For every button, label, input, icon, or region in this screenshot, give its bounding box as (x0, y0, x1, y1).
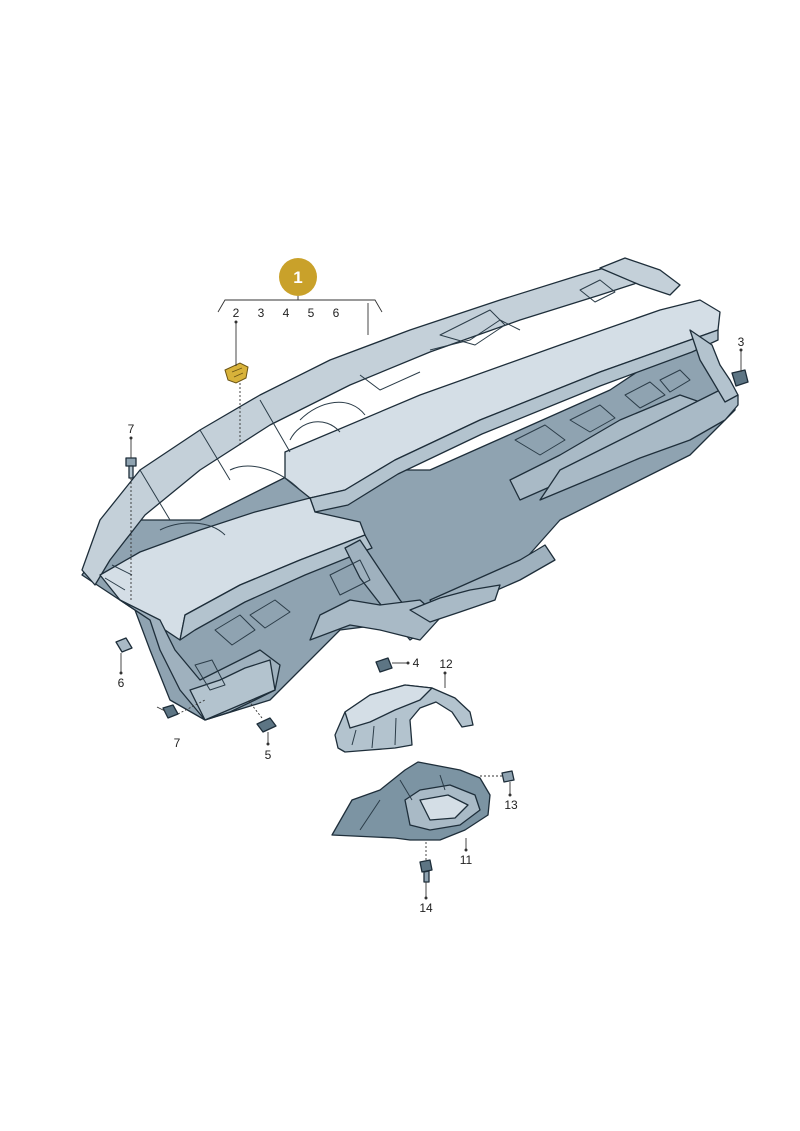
clip-part-6 (115, 637, 133, 653)
callout-2: 2 (233, 306, 240, 320)
screw-part-13 (501, 770, 515, 783)
clip-part-3 (731, 369, 749, 387)
main-assembly-badge: 1 (279, 258, 317, 296)
leader-lines (119, 296, 743, 900)
clip-part-2 (224, 362, 249, 384)
callout-7-bottom: 7 (174, 736, 181, 750)
callout-13: 13 (504, 798, 518, 812)
steering-column-trim-upper (334, 684, 474, 753)
callout-6: 6 (333, 306, 340, 320)
callout-labels: 2 3 4 5 6 3 7 6 7 5 4 12 13 11 14 (118, 306, 745, 915)
callout-5: 5 (308, 306, 315, 320)
clip-part-5 (256, 717, 277, 733)
screw-part-7-bottom (162, 704, 179, 719)
callout-5-bottom: 5 (265, 748, 272, 762)
steering-column-trim-lower (331, 761, 491, 841)
callout-14: 14 (419, 901, 433, 915)
clip-part-4 (375, 657, 393, 673)
callout-12: 12 (439, 657, 453, 671)
callout-4-side: 4 (413, 656, 420, 670)
callout-4: 4 (283, 306, 290, 320)
callout-6-left: 6 (118, 676, 125, 690)
callout-7-top: 7 (128, 422, 135, 436)
callout-11: 11 (460, 853, 473, 867)
dashboard-carrier (81, 257, 739, 721)
badge-label: 1 (293, 268, 302, 287)
screw-part-7-top (125, 457, 137, 479)
callout-3-right: 3 (738, 335, 745, 349)
callout-3: 3 (258, 306, 265, 320)
screw-part-14 (419, 859, 433, 883)
